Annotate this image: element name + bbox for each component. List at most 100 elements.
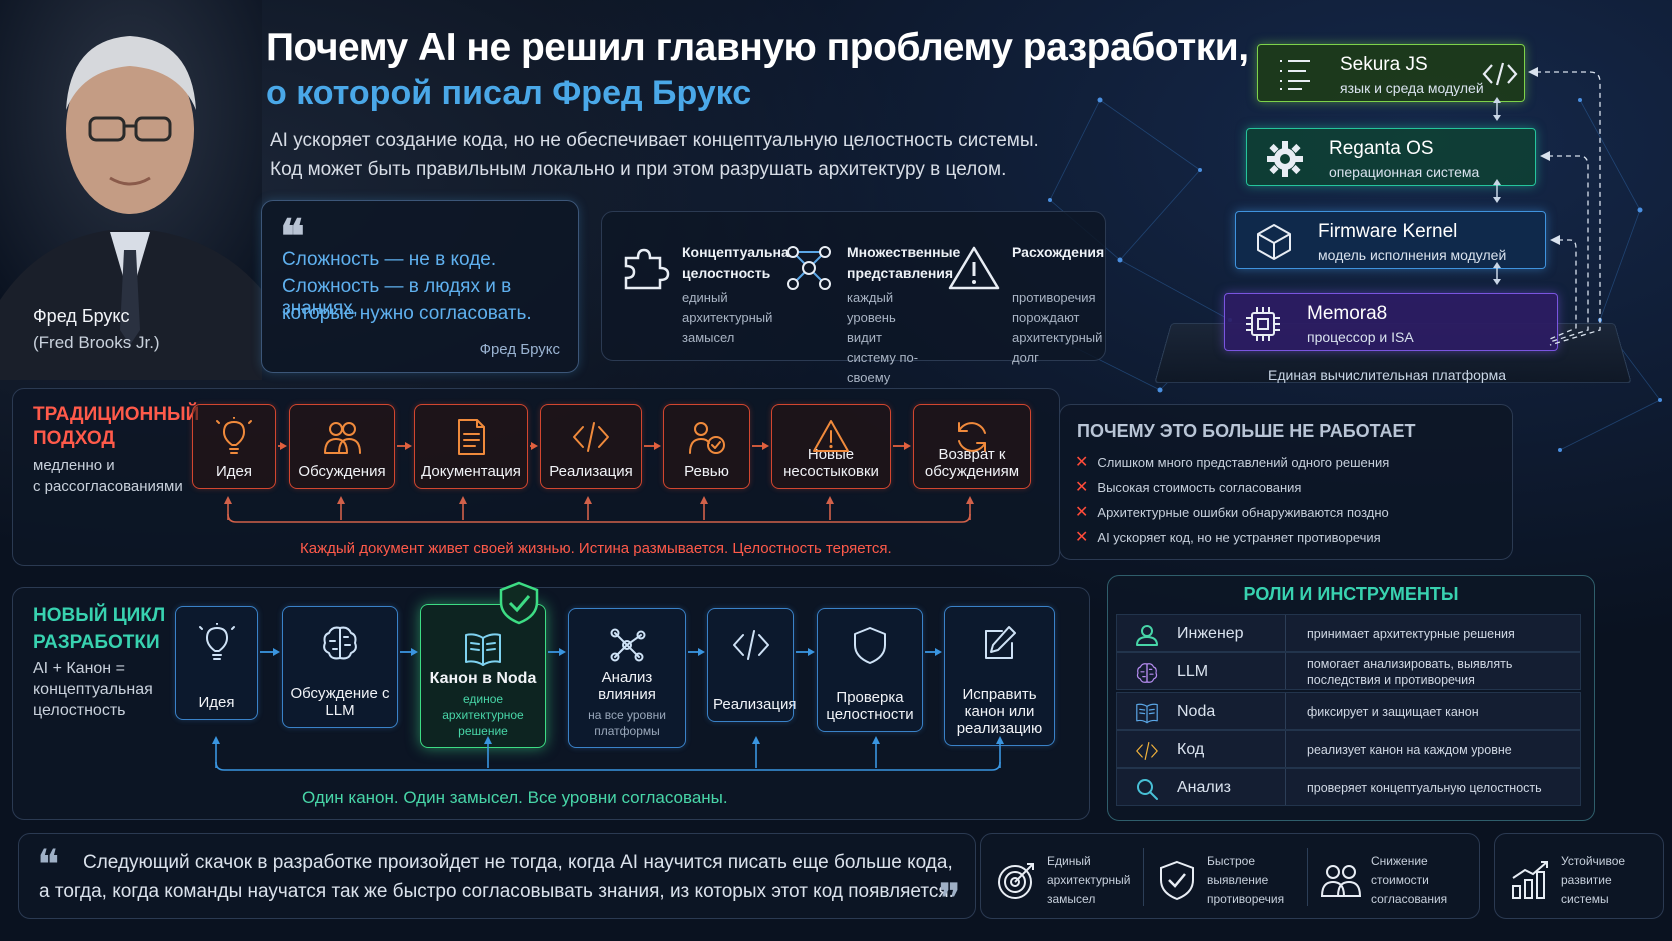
step-label: Канон в Noda [429,670,537,687]
feedback-loop [212,736,1004,771]
step-label: Ревью [684,463,729,480]
edit-icon [984,626,1016,659]
traditional-sub-line: медленно и [33,457,115,474]
flow-arrow [644,442,661,450]
role-row: Анализ проверяет концептуальную целостнос… [1116,768,1581,806]
traditional-sub-line: с рассогласованиями [33,478,183,495]
divider [1285,693,1286,729]
benefit-text: Устойчивое развитие системы [1561,854,1626,906]
step-label: Проверка целостности [826,689,914,723]
cross-icon: ✕ [1075,504,1089,521]
new-cycle-step: Идея [175,606,258,720]
role-name: Инженер [1177,625,1244,642]
why-item: ✕Слишком много представлений одного реше… [1075,452,1389,472]
role-row: LLM помогает анализировать, выявлять посл… [1116,652,1581,690]
benefit-text: Быстрое выявление противоречия [1207,854,1285,906]
person-icon [1136,625,1158,646]
flow-arrow [278,442,287,450]
layer-name: Sekura JS [1340,54,1428,75]
warning-icon [948,246,1000,290]
divider [1285,769,1286,805]
portrait-latin-name: (Fred Brooks Jr.) [33,333,160,352]
flow-arrow [260,648,280,656]
role-row: Noda фиксирует и защищает канон [1116,692,1581,730]
flow-arrow [688,648,705,656]
lightbulb-icon [216,417,252,454]
role-name: LLM [1177,663,1209,680]
traditional-title-line: ПОДХОД [33,428,115,449]
benefits-card: Единый архитектурный замысел Быстрое выя… [980,833,1480,919]
flow-arrow [925,648,942,656]
role-name: Анализ [1177,779,1232,796]
traditional-subtitle: медленно и с рассогласованиями [33,455,183,497]
flow-arrow [796,648,815,656]
code-icon [1136,742,1158,760]
new-cycle-step: Проверка целостности [817,608,923,732]
platform-connectors [1493,67,1601,346]
role-description: помогает анализировать, выявлять последс… [1307,657,1513,687]
why-not-working-panel: ПОЧЕМУ ЭТО БОЛЬШЕ НЕ РАБОТАЕТ ✕Слишком м… [1059,404,1513,560]
step-label: Документация [421,463,521,480]
new-cycle-title-line: НОВЫЙ ЦИКЛ [33,605,166,626]
brain-icon [1136,663,1158,683]
why-item: ✕ Архитектурные ошибки обнаруживаются поз… [1075,502,1389,522]
traditional-step: Обсуждения [289,404,395,489]
new-cycle-step: Реализация [707,608,796,722]
step-label: Обсуждение с LLM [290,685,390,719]
brain-icon [323,626,357,660]
new-cycle-sub-line: AI + Канон = [33,660,125,677]
flow-arrow [400,648,418,656]
traditional-title-line: ТРАДИЦИОННЫЙ [33,404,200,425]
concept-body: противоречия порождают архитектурный дол… [1012,290,1103,365]
benefit-card-growth: Устойчивое развитие системы [1494,833,1664,919]
why-item-text: Высокая стоимость согласования [1097,480,1302,495]
flow-arrow [893,442,911,450]
cross-icon: ✕ [1075,454,1089,471]
network-icon [787,246,831,290]
benefit-text: Снижение стоимости согласования [1371,854,1448,906]
brooks-quote-card: ❝ Сложность — не в коде. Сложность — в л… [261,200,579,373]
page-title: Почему AI не решил главную проблему разр… [266,26,1249,69]
page-title-accent: о которой писал Фред Брукс [266,74,752,112]
bottom-quote-card: ❝ Следующий скачок в разработке произойд… [18,833,976,923]
review-icon [688,422,725,454]
role-description: фиксирует и защищает канон [1307,705,1479,719]
fred-brooks-portrait [0,0,262,380]
refresh-icon [958,422,986,452]
quote-line: Сложность — не в коде. [282,249,497,270]
list-icon [1280,60,1310,90]
book-icon [465,633,501,666]
why-item-text: Архитектурные ошибки обнаруживаются позд… [1097,505,1389,520]
feedback-loop [224,496,974,523]
cube-icon [1257,224,1291,260]
role-name: Noda [1177,703,1216,720]
new-cycle-step: Исправить канон или реализацию [944,606,1055,746]
layer-desc: процессор и ISA [1307,329,1414,345]
roles-title: РОЛИ И ИНСТРУМЕНТЫ [1243,584,1459,604]
traditional-footer: Каждый документ живет своей жизнью. Исти… [300,540,892,557]
why-item: ✕Высокая стоимость согласования [1075,477,1301,497]
puzzle-icon [624,248,670,290]
layer-desc: операционная система [1329,164,1480,180]
code-brackets-icon [1482,62,1518,86]
document-icon [458,419,485,455]
new-cycle-footer: Один канон. Один замысел. Все уровни сог… [302,788,728,807]
new-cycle-title: НОВЫЙ ЦИКЛ РАЗРАБОТКИ [33,602,165,656]
role-description: проверяет концептуальную целостность [1307,781,1542,795]
flow-arrow [752,442,769,450]
new-cycle-title-line: РАЗРАБОТКИ [33,632,160,653]
traditional-approach-panel: ТРАДИЦИОННЫЙ ПОДХОД медленно и с рассогл… [12,388,1060,566]
quote-line: которые нужно согласовать. [282,303,532,324]
shield-check-icon [1160,860,1194,901]
new-cycle-subtitle: AI + Канон = концептуальная целостность [33,658,153,721]
step-sublabel: на все уровни платформы [588,708,666,738]
role-name: Код [1177,741,1205,758]
gear-icon [1267,141,1303,177]
concept-body: единый архитектурный замысел [682,290,773,345]
layer-name: Reganta OS [1329,138,1434,159]
layer-firmware-kernel: Firmware Kernel модель исполнения модуле… [1235,211,1546,269]
step-label: Анализ влияния [598,669,656,703]
step-label: Возврат к обсуждениям [924,446,1020,480]
